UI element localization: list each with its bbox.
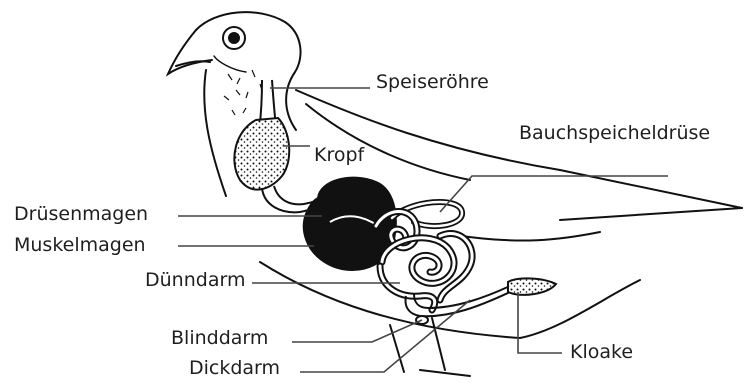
label-kloake: Kloake [570,343,633,362]
label-druesenmagen: Drüsenmagen [14,205,148,224]
head-details [168,27,246,74]
neck-feathers [224,70,262,115]
leader-kloake [518,292,562,353]
label-speiseroehre: Speiseröhre [376,73,489,92]
leader-blinddarm [292,320,422,342]
label-kropf: Kropf [314,146,364,165]
label-bauchspeicheldruese: Bauchspeicheldrüse [519,124,710,143]
label-muskelmagen: Muskelmagen [14,236,146,255]
label-duenndarm: Dünndarm [145,271,245,290]
crop-organ [234,118,289,190]
label-dickdarm: Dickdarm [189,359,280,378]
label-blinddarm: Blinddarm [171,329,268,348]
large-intestine [406,286,510,316]
leader-bauchspeicheldruese [440,176,668,212]
cloaca-organ [508,278,556,294]
